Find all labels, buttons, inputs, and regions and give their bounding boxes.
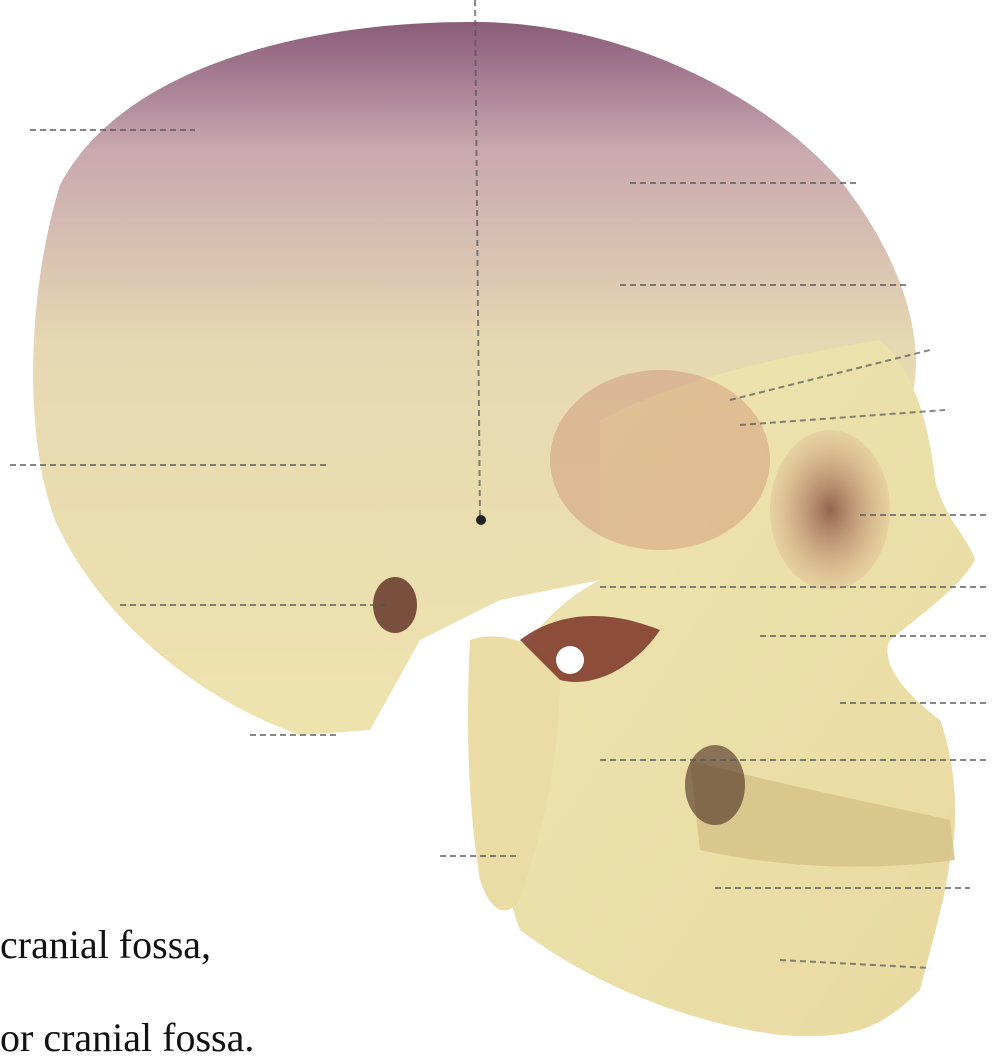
zygomatic-gap bbox=[556, 646, 584, 674]
orbit-shadow bbox=[770, 430, 890, 590]
ear-canal bbox=[373, 577, 417, 633]
temporal-shadow bbox=[550, 370, 770, 550]
marker-dot bbox=[476, 515, 486, 525]
caption-line-2: or cranial fossa. bbox=[0, 1018, 254, 1058]
caption-line-1: cranial fossa, bbox=[0, 925, 211, 965]
molar-shadow bbox=[685, 745, 745, 825]
